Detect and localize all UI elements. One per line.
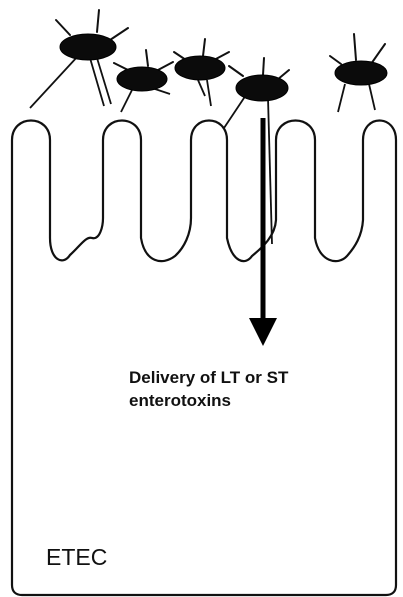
- bacterium-5: [330, 34, 387, 112]
- etec-label: ETEC: [46, 544, 107, 571]
- bacterium-1: [30, 10, 128, 108]
- toxin-delivery-caption: Delivery of LT or ST enterotoxins: [129, 366, 288, 412]
- intestinal-epithelium-outline: [12, 121, 396, 596]
- bacterium-3: [174, 39, 229, 106]
- caption-line-1: Delivery of LT or ST: [129, 366, 288, 389]
- caption-line-2: enterotoxins: [129, 389, 288, 412]
- bacterium-2: [114, 50, 173, 112]
